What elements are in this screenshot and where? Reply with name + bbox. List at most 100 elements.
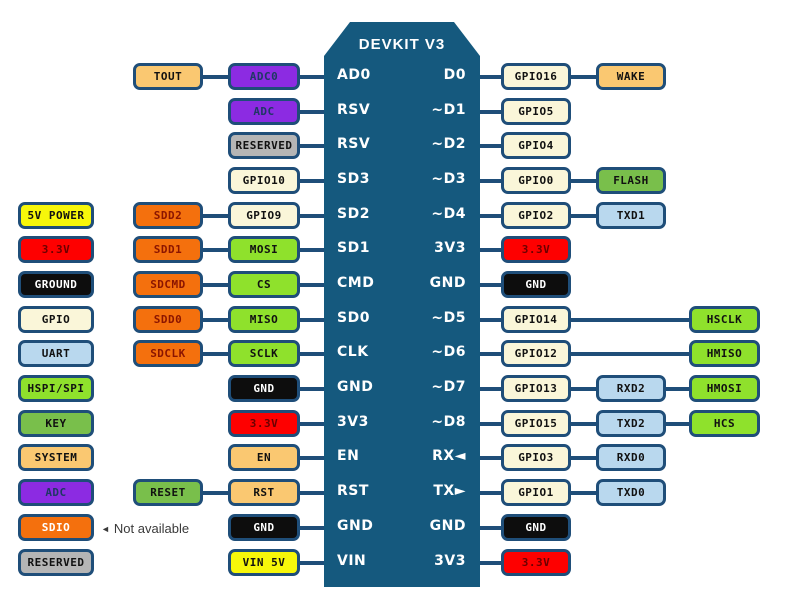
pin-box-gpio4: GPIO4 xyxy=(501,132,571,159)
connector-line xyxy=(478,561,504,565)
connector-line xyxy=(200,318,231,322)
connector-line xyxy=(200,214,231,218)
pin-box-hmosi: HMOSI xyxy=(689,375,760,402)
connector-line xyxy=(297,491,326,495)
board-pin-sd1: SD1 xyxy=(337,240,370,256)
connector-line xyxy=(478,387,504,391)
connector-line xyxy=(568,491,599,495)
board-pin-3v3: 3V3 xyxy=(434,553,466,569)
pin-box-miso: MISO xyxy=(228,306,300,333)
board-pin-rx: RX◄ xyxy=(432,448,466,464)
board-pin-d4: ~D4 xyxy=(431,206,466,222)
pin-box-rxd0: RXD0 xyxy=(596,444,666,471)
legend-adc: ADC xyxy=(18,479,94,506)
pin-box-adc0: ADC0 xyxy=(228,63,300,90)
board-pin-d7: ~D7 xyxy=(431,379,466,395)
connector-line xyxy=(297,352,326,356)
board-pin-d6: ~D6 xyxy=(431,344,466,360)
connector-line xyxy=(568,387,599,391)
pin-box-rxd2: RXD2 xyxy=(596,375,666,402)
pin-box-3-3v: 3.3V xyxy=(501,236,571,263)
connector-line xyxy=(568,318,692,322)
connector-line xyxy=(200,248,231,252)
pin-box-gpio3: GPIO3 xyxy=(501,444,571,471)
pin-box-en: EN xyxy=(228,444,300,471)
board-pin-en: EN xyxy=(337,448,360,464)
pin-box-hsclk: HSCLK xyxy=(689,306,760,333)
connector-line xyxy=(478,75,504,79)
pin-box-gnd: GND xyxy=(228,514,300,541)
connector-line xyxy=(568,75,599,79)
board-pin-gnd: GND xyxy=(429,518,466,534)
connector-line xyxy=(478,456,504,460)
connector-line xyxy=(297,422,326,426)
legend-reserved: RESERVED xyxy=(18,549,94,576)
left-triangle-icon: ◄ xyxy=(101,524,110,534)
pin-box-gnd: GND xyxy=(501,514,571,541)
pin-box-txd0: TXD0 xyxy=(596,479,666,506)
pin-box-txd1: TXD1 xyxy=(596,202,666,229)
connector-line xyxy=(478,214,504,218)
connector-line xyxy=(297,75,326,79)
connector-line xyxy=(478,144,504,148)
connector-line xyxy=(297,110,326,114)
board-pin-sd2: SD2 xyxy=(337,206,370,222)
connector-line xyxy=(297,456,326,460)
pin-box-wake: WAKE xyxy=(596,63,666,90)
board-pin-tx: TX► xyxy=(433,483,466,499)
legend-5v-power: 5V POWER xyxy=(18,202,94,229)
board-pin-cmd: CMD xyxy=(337,275,375,291)
board-pin-clk: CLK xyxy=(337,344,369,360)
connector-line xyxy=(297,283,326,287)
pin-box-reserved: RESERVED xyxy=(228,132,300,159)
connector-line xyxy=(478,318,504,322)
pin-box-gpio9: GPIO9 xyxy=(228,202,300,229)
pin-box-tout: TOUT xyxy=(133,63,203,90)
board-pin-gnd: GND xyxy=(337,379,374,395)
connector-line xyxy=(297,526,326,530)
board-pin-gnd: GND xyxy=(429,275,466,291)
pin-box-3-3v: 3.3V xyxy=(501,549,571,576)
pin-box-sdd0: SDD0 xyxy=(133,306,203,333)
pin-box-gpio13: GPIO13 xyxy=(501,375,571,402)
pin-box-txd2: TXD2 xyxy=(596,410,666,437)
connector-line xyxy=(200,352,231,356)
pin-box-sdd1: SDD1 xyxy=(133,236,203,263)
pin-box-gpio12: GPIO12 xyxy=(501,340,571,367)
pin-box-vin-5v: VIN 5V xyxy=(228,549,300,576)
connector-line xyxy=(478,248,504,252)
board-pin-sd3: SD3 xyxy=(337,171,370,187)
connector-line xyxy=(478,526,504,530)
pin-box-hcs: HCS xyxy=(689,410,760,437)
connector-line xyxy=(478,179,504,183)
board-pin-ad0: AD0 xyxy=(337,67,371,83)
pin-box-sdcmd: SDCMD xyxy=(133,271,203,298)
connector-line xyxy=(297,144,326,148)
pin-box-gpio10: GPIO10 xyxy=(228,167,300,194)
connector-line xyxy=(663,422,692,426)
board-pin-vin: VIN xyxy=(337,553,367,569)
pin-box-3-3v: 3.3V xyxy=(228,410,300,437)
connector-line xyxy=(297,561,326,565)
pin-box-cs: CS xyxy=(228,271,300,298)
connector-line xyxy=(663,387,692,391)
connector-line xyxy=(478,491,504,495)
board-pin-3v3: 3V3 xyxy=(337,414,369,430)
connector-line xyxy=(200,491,231,495)
board-pin-sd0: SD0 xyxy=(337,310,370,326)
devkit-board xyxy=(324,22,480,587)
connector-line xyxy=(568,456,599,460)
board-pin-rsv: RSV xyxy=(337,102,371,118)
legend-sdio: SDIO xyxy=(18,514,94,541)
legend-hspi-spi: HSPI/SPI xyxy=(18,375,94,402)
legend-3-3v: 3.3V xyxy=(18,236,94,263)
board-pin-gnd: GND xyxy=(337,518,374,534)
pin-box-gpio16: GPIO16 xyxy=(501,63,571,90)
legend-uart: UART xyxy=(18,340,94,367)
pin-box-adc: ADC xyxy=(228,98,300,125)
board-title: DEVKIT V3 xyxy=(358,36,446,53)
connector-line xyxy=(568,179,599,183)
connector-line xyxy=(200,283,231,287)
connector-line xyxy=(297,318,326,322)
